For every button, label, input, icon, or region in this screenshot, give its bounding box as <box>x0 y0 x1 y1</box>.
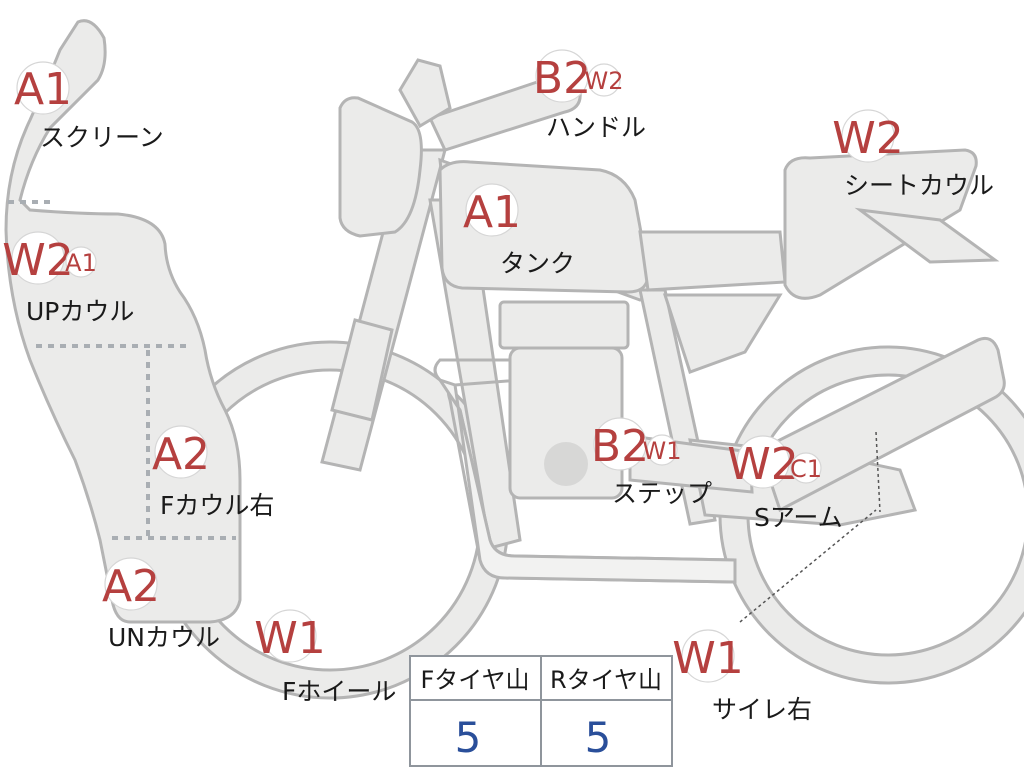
part-label: UPカウル <box>26 297 134 326</box>
grade-badge-small: W2 <box>585 67 624 95</box>
part-label: ハンドル <box>546 113 646 142</box>
part-label: スクリーン <box>40 123 164 152</box>
front-tire-value: 5 <box>455 713 482 762</box>
part-un-cowl: A2 UNカウル <box>102 557 220 652</box>
front-wheel-shape <box>150 340 510 700</box>
grade-badge: W2 <box>2 235 74 286</box>
motorcycle-illustration <box>4 19 1024 700</box>
part-up-cowl: W2 A1 UPカウル <box>2 231 134 326</box>
grade-badge-small: W1 <box>643 437 682 465</box>
part-label: サイレ右 <box>712 695 812 724</box>
part-screen: A1 スクリーン <box>14 61 164 152</box>
engine-shape <box>498 300 630 350</box>
grade-badge-small: C1 <box>790 455 822 483</box>
grade-badge: A2 <box>152 429 210 480</box>
part-silencer-right: W1 サイレ右 <box>672 629 812 724</box>
grade-badge: W1 <box>672 633 744 684</box>
front-tire-header: Fタイヤ山 <box>420 666 529 694</box>
part-s-arm: W2 C1 Sアーム <box>727 435 843 532</box>
rear-tire-header: Rタイヤ山 <box>550 666 662 694</box>
part-handle: B2 W2 ハンドル <box>533 49 646 142</box>
tire-tread-table: Fタイヤ山 Rタイヤ山 5 5 <box>409 655 673 767</box>
grade-badge: W2 <box>727 439 799 490</box>
part-label: シートカウル <box>844 171 994 200</box>
grade-badge: A2 <box>102 561 160 612</box>
grade-badge-small: A1 <box>65 249 97 277</box>
part-label: タンク <box>500 249 575 278</box>
grade-badge: A1 <box>14 64 72 115</box>
part-seat-cowl: W2 シートカウル <box>832 109 994 200</box>
part-label: Fホイール <box>282 677 396 706</box>
part-f-cowl-right: A2 Fカウル右 <box>152 425 274 520</box>
grade-badge: A1 <box>463 187 521 238</box>
part-label: Sアーム <box>754 503 843 532</box>
part-label: ステップ <box>612 479 712 508</box>
grade-badge: B2 <box>533 53 591 104</box>
part-f-wheel: W1 Fホイール <box>254 609 396 706</box>
grade-badge: W1 <box>254 613 326 664</box>
rear-tire-value: 5 <box>585 713 612 762</box>
part-tank: A1 タンク <box>463 183 575 278</box>
part-label: Fカウル右 <box>160 491 274 520</box>
grade-badge: B2 <box>591 421 649 472</box>
part-step: B2 W1 ステップ <box>591 417 712 508</box>
grade-badge: W2 <box>832 113 904 164</box>
part-label: UNカウル <box>108 623 220 652</box>
